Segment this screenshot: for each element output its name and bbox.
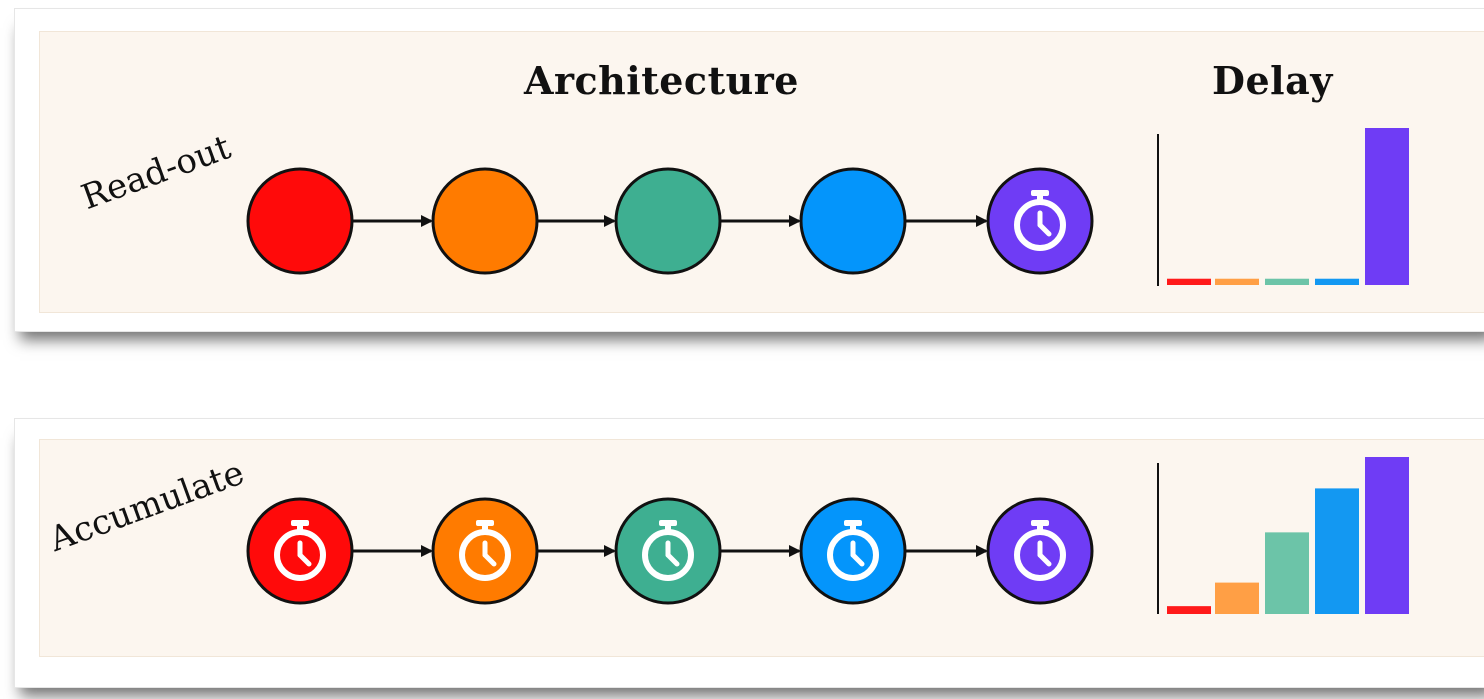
node-orange: [431, 167, 539, 275]
delay-bar-green: [1265, 278, 1309, 285]
delay-bar-red: [1167, 278, 1211, 285]
accumulate-row: [246, 457, 1409, 614]
node-blue: [799, 167, 907, 275]
delay-bar-orange: [1215, 278, 1259, 285]
architecture-heading: Architecture: [524, 58, 799, 103]
node-red: [246, 167, 354, 275]
delay-heading: Delay: [1212, 58, 1333, 103]
stopwatch-icon: [274, 520, 326, 581]
delay-bar-orange: [1215, 582, 1259, 614]
delay-bar-purple: [1365, 457, 1409, 614]
stopwatch-icon: [459, 520, 511, 581]
delay-bar-red: [1167, 606, 1211, 614]
delay-bar-blue: [1315, 278, 1359, 285]
delay-bar-purple: [1365, 128, 1409, 285]
delay-bar-blue: [1315, 488, 1359, 614]
delay-bar-green: [1265, 532, 1309, 614]
readout-row: [246, 128, 1409, 286]
node-green: [614, 167, 722, 275]
stopwatch-icon: [642, 520, 694, 581]
stopwatch-icon: [827, 520, 879, 581]
stopwatch-icon: [1014, 190, 1066, 251]
stopwatch-icon: [1014, 520, 1066, 581]
